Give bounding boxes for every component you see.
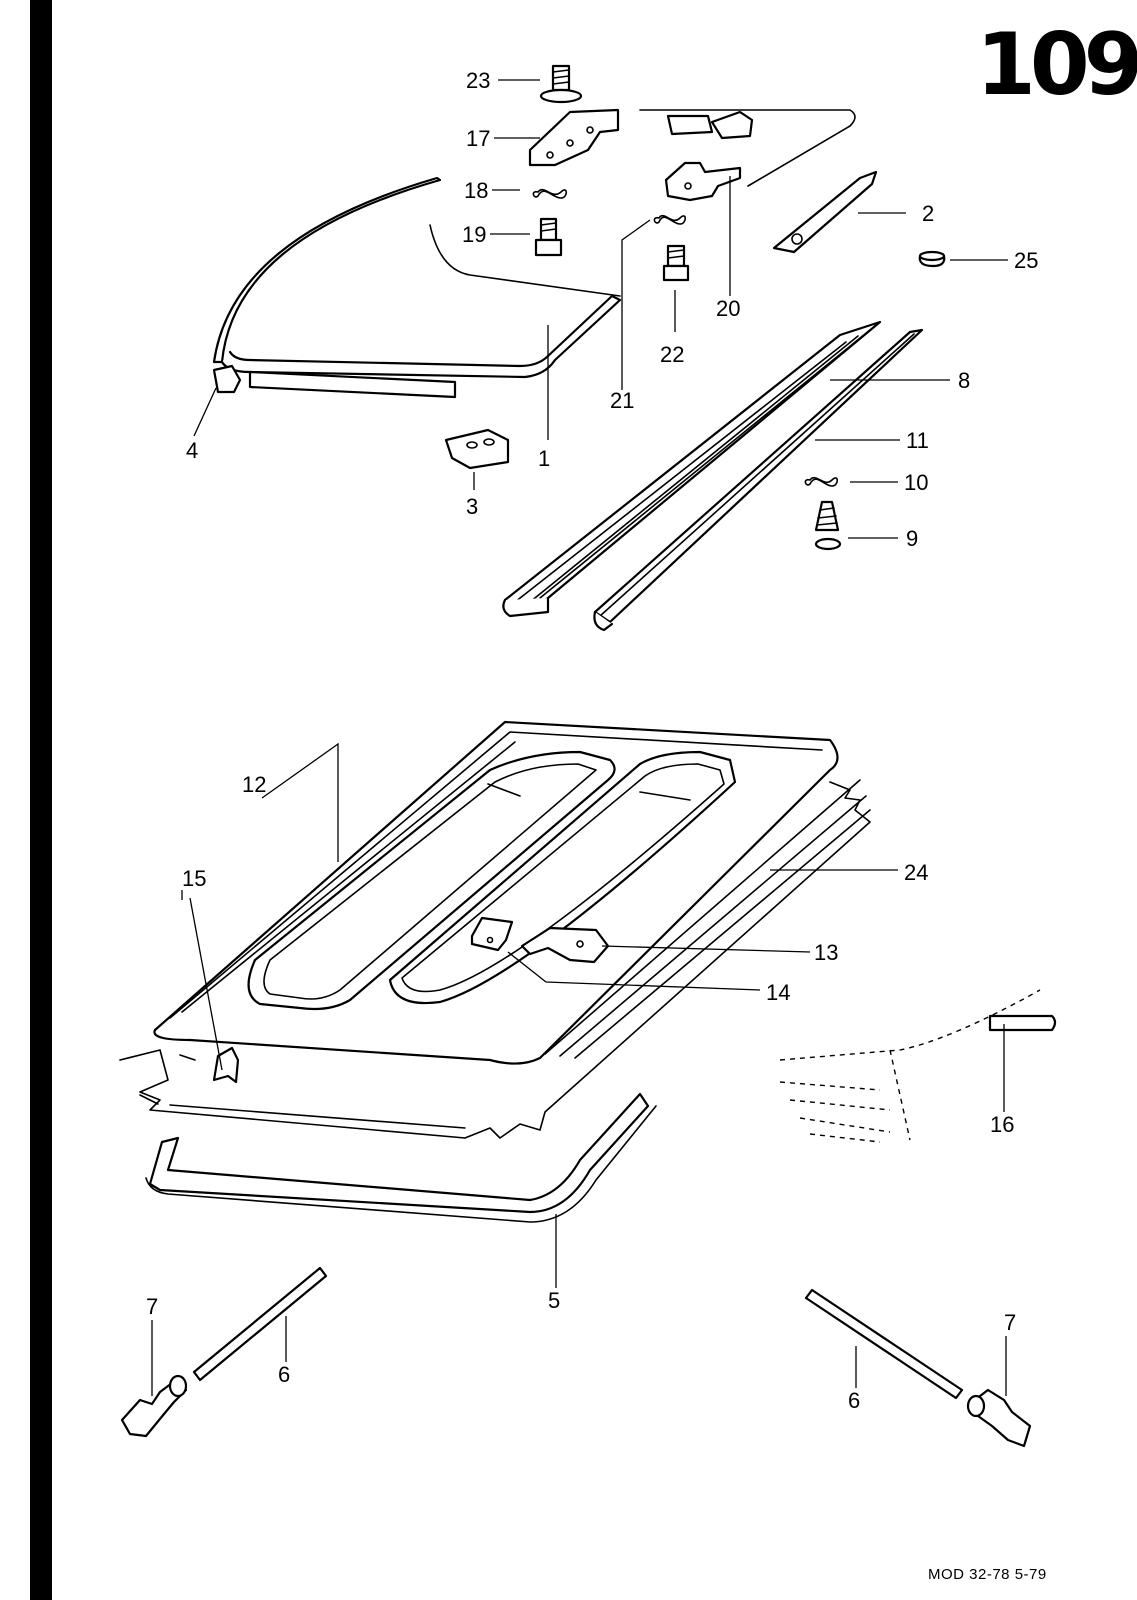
callout-5: 5 <box>548 1288 560 1313</box>
callout-10: 10 <box>904 470 928 495</box>
callout-16: 16 <box>990 1112 1014 1137</box>
part-21-washer <box>653 214 687 225</box>
callout-20: 20 <box>716 296 740 321</box>
part-5-seal-frame <box>145 1092 657 1223</box>
part-3-block <box>444 428 510 470</box>
callout-4: 4 <box>186 438 198 463</box>
callout-1: 1 <box>538 446 550 471</box>
callout-labels: 23 17 18 19 2 25 20 22 21 8 11 1 4 10 3 … <box>146 68 1038 1413</box>
part-15-clip <box>212 1046 240 1084</box>
callout-24: 24 <box>904 860 928 885</box>
part-12-roof-frame <box>119 720 871 1139</box>
part-16-drain-tube <box>779 989 1057 1143</box>
binding-spine <box>30 0 52 1600</box>
part-20-hinge-plate <box>664 161 742 202</box>
callout-13: 13 <box>814 940 838 965</box>
callout-19: 19 <box>462 222 486 247</box>
page-number: 109 <box>976 15 1137 115</box>
part-7-connector-right <box>966 1388 1032 1448</box>
callout-21: 21 <box>610 388 634 413</box>
callout-22: 22 <box>660 342 684 367</box>
part-25-plug <box>918 250 946 268</box>
callout-12: 12 <box>242 772 266 797</box>
part-19-screw <box>534 217 563 257</box>
callout-9: 9 <box>906 526 918 551</box>
part-17-bracket <box>528 108 620 167</box>
callout-6-left: 6 <box>278 1362 290 1387</box>
callout-7-right: 7 <box>1004 1310 1016 1335</box>
callout-18: 18 <box>464 178 488 203</box>
callout-14: 14 <box>766 980 790 1005</box>
part-11-seal-rail <box>593 328 924 632</box>
part-7-connector-left <box>120 1374 188 1438</box>
callout-7-left: 7 <box>146 1294 158 1319</box>
part-1-sunroof-panel <box>212 176 622 399</box>
part-6-tube-right <box>804 1288 964 1400</box>
leader-lines <box>151 79 1008 1396</box>
callout-6-right: 6 <box>848 1388 860 1413</box>
part-14-clip <box>470 916 514 952</box>
callout-2: 2 <box>922 201 934 226</box>
part-13-latch <box>520 926 610 964</box>
part-23-screw <box>539 64 583 104</box>
part-8-guide-rail <box>502 320 882 618</box>
part-6-tube-left <box>192 1266 328 1382</box>
footer-model-code: MOD 32-78 5-79 <box>928 1566 1047 1583</box>
callout-25: 25 <box>1014 248 1038 273</box>
top-rail-mechanism <box>639 109 856 187</box>
callout-8: 8 <box>958 368 970 393</box>
callout-3: 3 <box>466 494 478 519</box>
part-2-strip <box>772 170 878 254</box>
callout-23: 23 <box>466 68 490 93</box>
callout-15: 15 <box>182 866 206 891</box>
part-9-screw <box>814 500 842 551</box>
callout-17: 17 <box>466 126 490 151</box>
callout-11: 11 <box>906 428 929 453</box>
part-10-washer <box>804 476 839 487</box>
part-22-screw <box>662 244 690 282</box>
part-18-washer <box>532 188 568 199</box>
